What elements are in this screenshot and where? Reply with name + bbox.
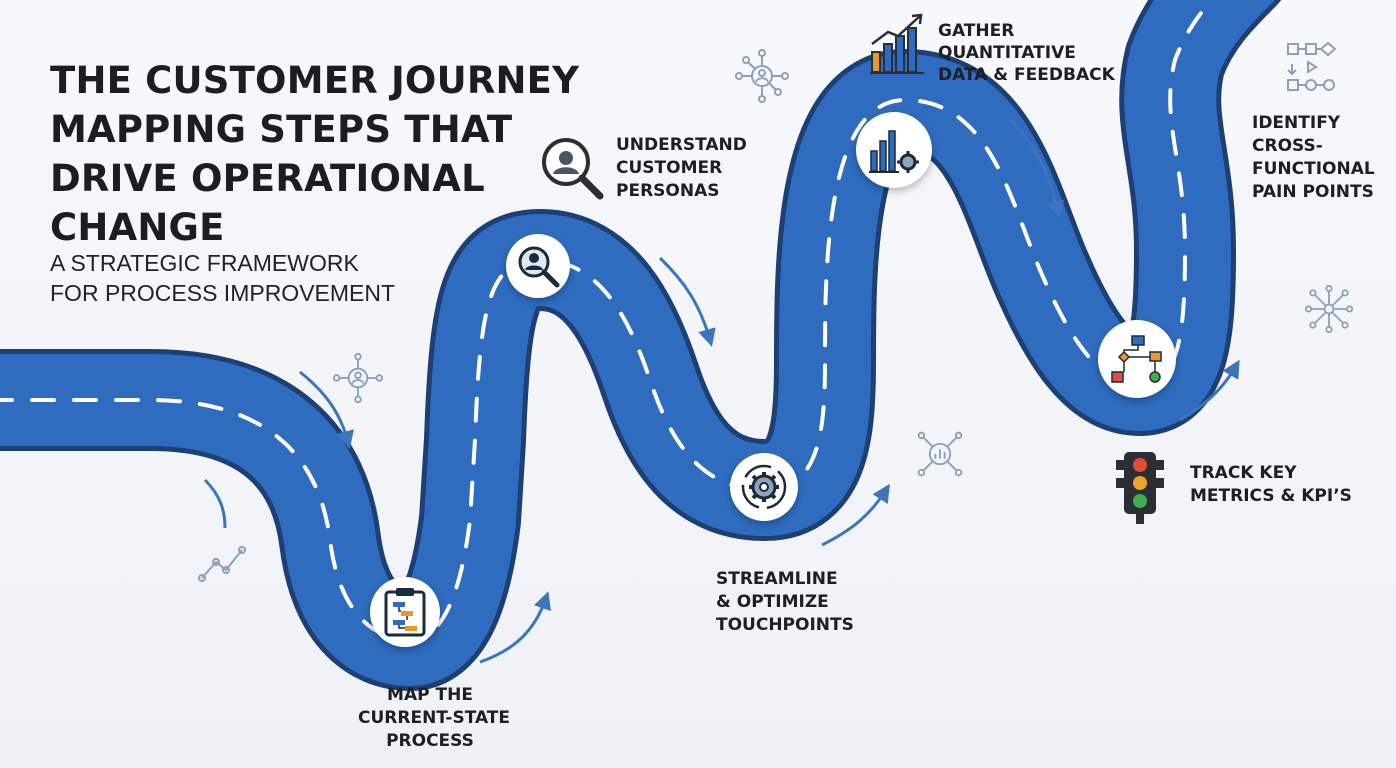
step-label-line: PROCESS [386, 731, 474, 751]
title-line: DRIVE OPERATIONAL [50, 157, 485, 200]
step-label-line: CUSTOMER [616, 158, 723, 178]
step-label-line: STREAMLINE [716, 569, 838, 589]
process-flowchart-icon [1111, 335, 1162, 383]
traffic-light-icon [1116, 452, 1164, 524]
step-1-label: MAP THE CURRENT-STATE PROCESS [358, 684, 511, 753]
step-4-node [856, 112, 932, 188]
step-2-label: UNDERSTAND CUSTOMER PERSONAS [616, 134, 747, 203]
step-label-line: DATA & FEEDBACK [938, 65, 1115, 85]
direction-arrow-2 [479, 591, 551, 664]
page-subtitle: A STRATEGIC FRAMEWORK FOR PROCESS IMPROV… [50, 248, 430, 308]
step-4-label: GATHER QUANTITATIVE DATA & FEEDBACK [938, 20, 1115, 86]
growth-bar-chart-icon [870, 13, 924, 74]
persona-magnifier-icon [542, 138, 604, 200]
network-person-icon [332, 352, 384, 404]
direction-arrow-5 [1008, 118, 1065, 220]
step-label-line: MAP THE [387, 685, 473, 705]
step-label-line: TOUCHPOINTS [716, 615, 854, 635]
page-title: THE CUSTOMER JOURNEY MAPPING STEPS THAT … [50, 56, 610, 252]
title-line: THE CUSTOMER JOURNEY [50, 59, 580, 102]
direction-arrow-6 [1179, 359, 1240, 422]
step-label-line: UNDERSTAND [616, 135, 747, 155]
step-label-line: GATHER [938, 21, 1015, 41]
step-label-line: CURRENT-STATE [358, 708, 511, 728]
direction-arrow-3 [658, 256, 716, 347]
title-line: MAPPING STEPS THAT [50, 108, 513, 151]
network-chart-icon [917, 431, 963, 477]
direction-arrow-4 [821, 483, 890, 547]
trend-line-icon [198, 546, 246, 582]
network-node-icon [1304, 284, 1354, 334]
step-label-line: FUNCTIONAL [1252, 159, 1375, 179]
step-3-label: STREAMLINE & OPTIMIZE TOUCHPOINTS [716, 568, 854, 637]
direction-arrow-7 [203, 478, 227, 529]
step-label-line: IDENTIFY [1252, 113, 1341, 133]
step-6-label: TRACK KEY METRICS & KPI’S [1190, 462, 1352, 508]
process-shapes-icon [1287, 41, 1337, 91]
network-person-icon [735, 49, 789, 103]
subtitle-line: A STRATEGIC FRAMEWORK [50, 250, 359, 276]
step-label-line: QUANTITATIVE [938, 43, 1076, 63]
clipboard-flowchart-icon [384, 588, 426, 637]
step-5-label: IDENTIFY CROSS- FUNCTIONAL PAIN POINTS [1252, 112, 1375, 204]
magnifier-persona-icon [518, 246, 560, 288]
step-label-line: METRICS & KPI’S [1190, 486, 1352, 506]
bar-chart-gear-icon [869, 130, 919, 173]
step-5-node [1098, 320, 1176, 398]
direction-arrow-1 [299, 370, 354, 449]
step-label-line: CROSS- [1252, 136, 1323, 156]
step-label-line: PERSONAS [616, 181, 720, 201]
step-1-node [370, 577, 440, 647]
step-2-node [506, 234, 570, 298]
step-label-line: & OPTIMIZE [716, 592, 829, 612]
step-label-line: TRACK KEY [1190, 463, 1297, 483]
step-label-line: PAIN POINTS [1252, 182, 1374, 202]
step-3-node [730, 453, 798, 521]
title-line: CHANGE [50, 206, 225, 249]
subtitle-line: FOR PROCESS IMPROVEMENT [50, 280, 396, 306]
gear-cycle-icon [741, 464, 787, 510]
